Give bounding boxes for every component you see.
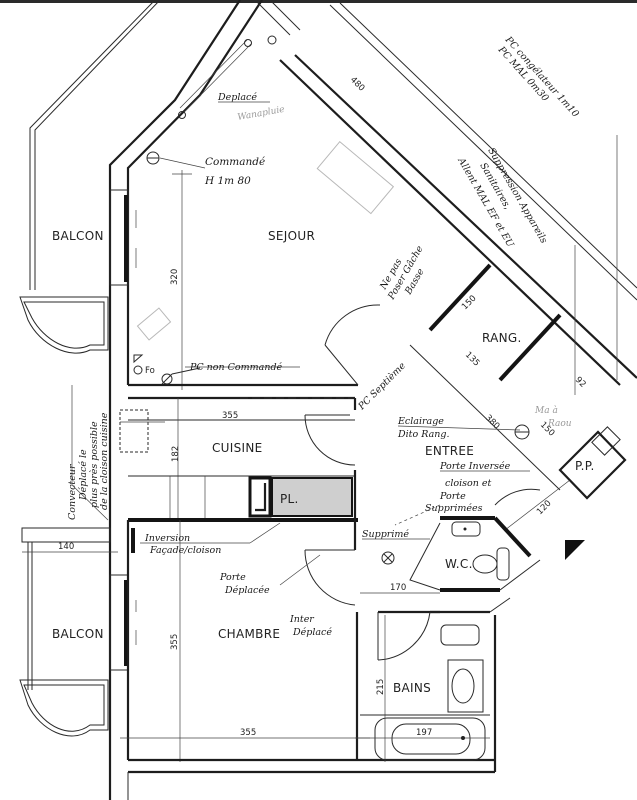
note-pc-non-commande: PC non Commandé [189,362,283,373]
label-sejour: SEJOUR [268,229,315,243]
note-porte: Porte [439,491,466,502]
note-inter-deplace: Déplacé [292,627,332,638]
label-pl: PL. [280,492,299,506]
dim-corridor: 120 [535,499,554,518]
note-cloison-cuisine: de la cloison cuisine [99,412,110,510]
label-rang: RANG. [482,331,522,345]
label-wc: W.C. [445,557,473,571]
dim-sejour-diag: 480 [348,75,367,94]
note-commande-height: H 1m 80 [204,175,251,187]
dim-chambre-height: 355 [170,634,180,650]
label-pp: P.P. [575,459,595,473]
room-sejour: 320 480 SEJOUR Fo [128,75,395,390]
note-faint-ma: Ma à [534,405,558,416]
note-convecteur: Convecteur [67,463,78,520]
note-supprime: Supprimé [362,529,409,540]
note-commande: Commandé [205,156,265,168]
note-faint-wanapluie: Wanapluie [237,105,286,123]
room-bains: 215 BAINS 197 [355,597,511,772]
label-bains: BAINS [393,681,431,695]
dim-bath-length: 197 [416,728,432,738]
note-eclairage: Eclairage [397,416,444,427]
note-deplacee: Déplacée [224,585,270,596]
room-pp: P.P. [558,426,627,500]
note-inversion: Inversion [144,533,190,544]
note-faint-raou: Raou [547,419,572,429]
symbol-fo: Fo [145,366,155,376]
note-deplace-le: Déplacé le [78,449,89,501]
dim-cuisine-width: 355 [222,411,238,421]
room-chambre: 355 CHAMBRE 355 [120,520,495,800]
dim-bains-height: 215 [376,679,386,695]
note-porte-inversee: Porte Inversée [439,461,511,472]
dim-sejour-height: 320 [170,269,180,285]
note-deplace-top: Deplacé [217,92,257,103]
dim-balcon-width: 140 [58,542,74,552]
balcon-top: BALCON [19,229,109,354]
label-cuisine: CUISINE [212,441,263,455]
label-balcon-top: BALCON [52,229,104,243]
label-entree: ENTREE [425,444,474,458]
label-chambre: CHAMBRE [218,627,280,641]
label-balcon-bottom: BALCON [52,627,104,641]
dim-hall: 170 [390,583,406,593]
room-cuisine: 355 182 CUISINE PL. [119,396,358,550]
exterior-walls [108,0,637,800]
dim-chambre-width: 355 [240,728,256,738]
dim-cuisine-height: 182 [171,446,181,462]
balcony-outline-top [29,0,161,290]
note-supprimees: Supprimées [425,503,483,514]
note-cloison: cloison et [445,478,491,489]
note-inter: Inter [289,614,315,625]
note-pc-septieme: PC Septième [356,360,409,413]
note-porte-deplacee: Porte [219,572,246,583]
note-dito-rang: Dito Rang. [397,429,449,440]
note-plus-pres: plus près possible [89,421,100,508]
note-facade-cloison: Façade/cloison [149,545,221,556]
balcon-bottom: 140 BALCON [19,527,137,737]
top-edge-bar [0,0,637,3]
room-wc: W.C. [409,516,541,592]
note-pc-congelateur: PC congélateur 1m10 [502,34,581,120]
dim-rang-b: 135 [463,350,482,369]
